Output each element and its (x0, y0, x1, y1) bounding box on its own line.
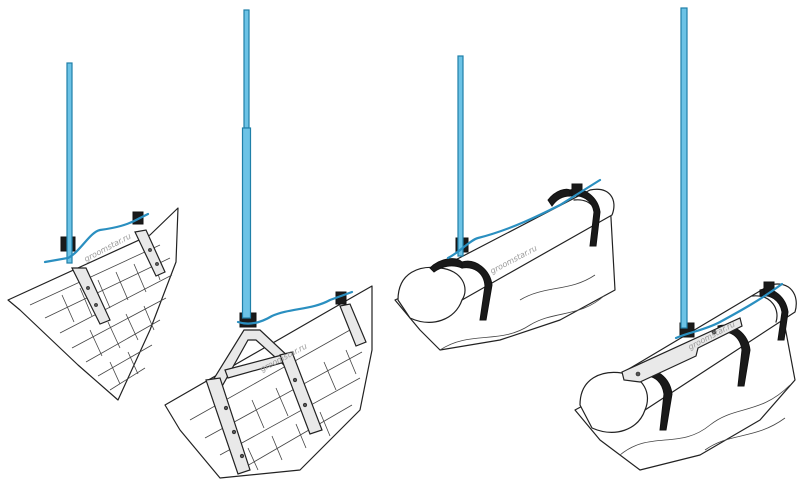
roof-tiles-1 (29, 244, 173, 391)
down-cable-1 (43, 212, 150, 264)
variant-3-ridge-roof: groomstar.ru (394, 55, 616, 351)
strap-clamp-3a (461, 260, 493, 321)
variant-4-ridge-bracket: groomstar.ru (574, 7, 797, 471)
variant-2-slope-roof-tripod (164, 9, 373, 479)
ridge-bracket-4 (621, 317, 743, 383)
down-cable-3 (446, 178, 602, 260)
roof-slope-2 (164, 285, 373, 479)
ridge-tile-3 (397, 188, 615, 323)
roof-waves-3 (439, 274, 606, 351)
down-cable-4 (674, 282, 784, 340)
roof-hook-1a (71, 267, 111, 325)
roof-waves-4 (619, 384, 791, 456)
lightning-rod-4 (680, 7, 688, 329)
lightning-rod-2-base (241, 127, 252, 319)
lightning-rod-3 (457, 55, 464, 257)
variant-1-slope-roof-rod (7, 62, 179, 401)
down-cable-2 (236, 290, 354, 325)
lightning-rod-2-top (243, 9, 250, 129)
roof-hook-2a (205, 377, 251, 475)
roof-hook-2c (339, 303, 367, 347)
roof-hook-2b (279, 351, 323, 435)
lightning-rod-1 (66, 62, 73, 264)
